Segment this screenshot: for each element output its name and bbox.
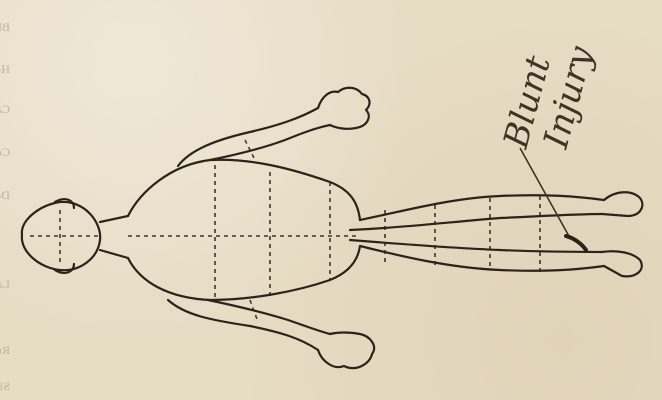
- neck-outline: [100, 250, 128, 258]
- torso-outline: [128, 246, 360, 300]
- arm-outline: [208, 300, 330, 334]
- bleed-through-line: Course: ...: [0, 145, 10, 160]
- arm-outline: [178, 108, 318, 166]
- handwritten-annotation: Blunt Injury: [486, 0, 646, 160]
- leg-outline: [360, 195, 604, 220]
- ear-outline: [55, 199, 74, 208]
- arm-outline: [168, 300, 318, 350]
- foot-outline: [602, 192, 642, 216]
- bleed-through-line: Cause of Condition ...: [0, 102, 10, 117]
- leg-outline: [360, 246, 604, 271]
- head-outline: [22, 202, 100, 270]
- leg-outline: [350, 214, 602, 230]
- bleed-through-line: Blood Pressure: ...: [0, 20, 10, 35]
- bleed-through-line: Later: ...: [0, 277, 10, 292]
- annotation-line-1: Blunt: [496, 52, 559, 154]
- bleed-through-line: Death: ...: [0, 188, 10, 203]
- torso-outline: [128, 160, 360, 220]
- neck-outline: [100, 216, 128, 222]
- region-line: [245, 140, 255, 160]
- region-line: [250, 300, 258, 322]
- foot-outline: [602, 251, 642, 276]
- hand-outline: [318, 88, 369, 129]
- injury-marking: [520, 148, 586, 250]
- bleed-through-line: Signed: ...: [0, 379, 10, 394]
- annotation-line-2: Injury: [536, 42, 602, 154]
- leg-outline: [350, 240, 602, 252]
- arm-outline: [210, 125, 330, 160]
- hand-outline: [318, 333, 374, 369]
- bleed-through-line: Head and Blood vessels: [0, 62, 10, 77]
- bleed-through-line: Remarks: ...: [0, 343, 10, 358]
- ear-outline: [55, 264, 74, 273]
